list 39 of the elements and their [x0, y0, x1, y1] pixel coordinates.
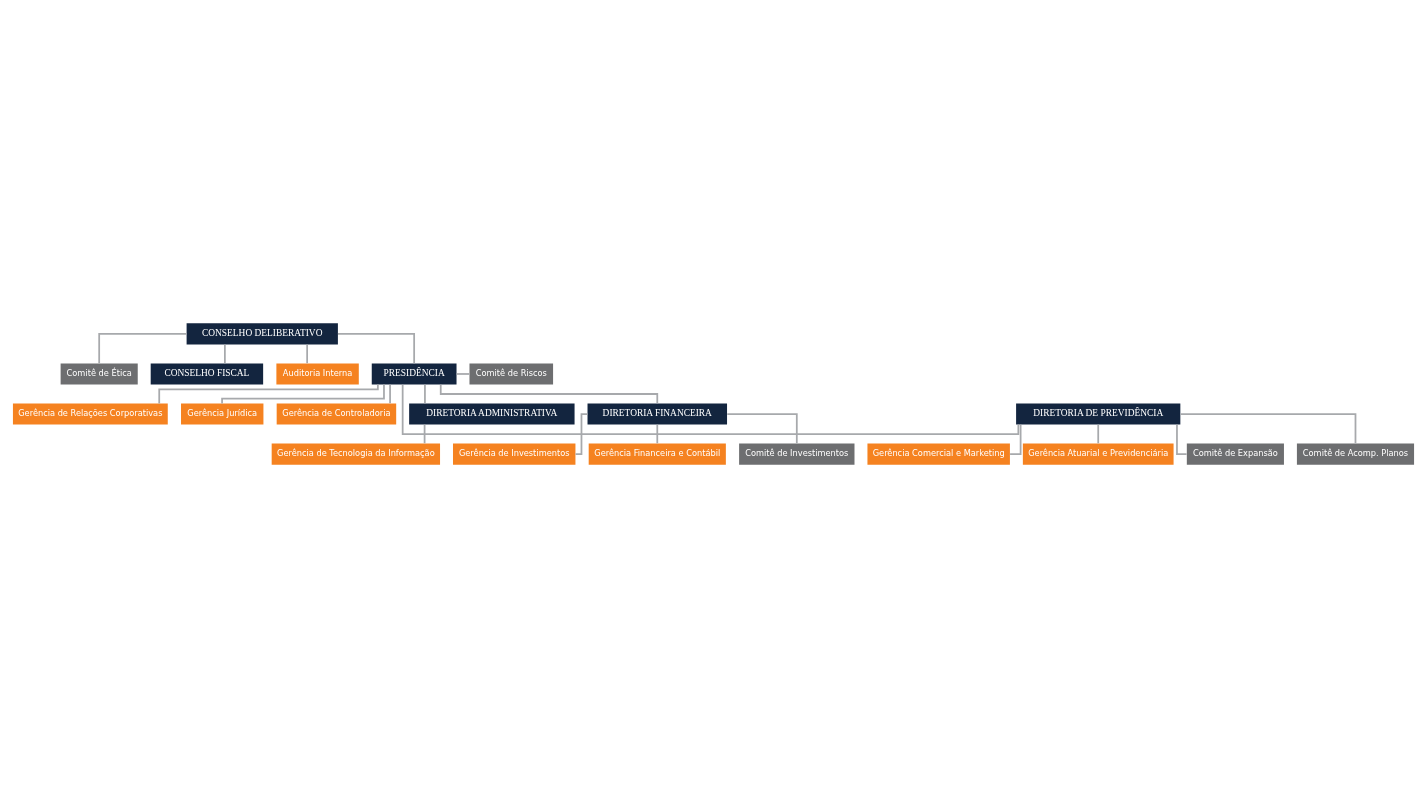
- connector: [1008, 423, 1021, 455]
- node-box: Comitê de Ética: [60, 362, 138, 385]
- connector: [455, 372, 470, 375]
- node-box: Comitê de Acomp. Planos: [1296, 442, 1414, 465]
- connector: [725, 412, 798, 444]
- node-box: Gerência Atuarial e Previdenciária: [1022, 442, 1174, 465]
- node-box: Gerência Comercial e Marketing: [866, 442, 1010, 465]
- node-box: DIRETORIA ADMINISTRATIVA: [408, 402, 575, 425]
- node-box: Gerência de Tecnologia da Informação: [271, 442, 440, 465]
- connector: [401, 383, 1019, 435]
- node-box: CONSELHO FISCAL: [150, 362, 263, 385]
- node-box: Gerência de Relações Corporativas: [12, 402, 168, 425]
- connector: [1179, 412, 1356, 444]
- node-box: Gerência de Investimentos: [452, 442, 575, 465]
- connector: [1175, 423, 1187, 455]
- node-box: Comitê de Expansão: [1186, 442, 1284, 465]
- connector: [1096, 423, 1099, 444]
- connector: [223, 343, 226, 364]
- node-box: Gerência Jurídica: [180, 402, 263, 425]
- node-box: PRESIDÊNCIA: [371, 362, 457, 385]
- connector: [157, 383, 379, 404]
- connector: [305, 343, 308, 364]
- connector: [655, 423, 658, 444]
- connector: [423, 383, 426, 404]
- node-box: DIRETORIA DE PREVIDÊNCIA: [1015, 402, 1180, 425]
- connector: [336, 332, 415, 364]
- connector: [423, 423, 425, 444]
- node-box: Comitê de Riscos: [469, 362, 553, 385]
- connector: [220, 383, 385, 404]
- connector: [574, 412, 588, 455]
- node-box: Auditoria Interna: [275, 362, 359, 385]
- node-box: DIRETORIA FINANCEIRA: [587, 402, 727, 425]
- connector: [388, 383, 391, 404]
- node-box: Comitê de Investimentos: [738, 442, 854, 465]
- connector: [439, 383, 658, 404]
- node-box: CONSELHO DELIBERATIVO: [186, 322, 338, 345]
- node-box: Gerência de Controladoria: [276, 402, 396, 425]
- connector: [97, 332, 187, 364]
- node-box: Gerência Financeira e Contábil: [588, 442, 726, 465]
